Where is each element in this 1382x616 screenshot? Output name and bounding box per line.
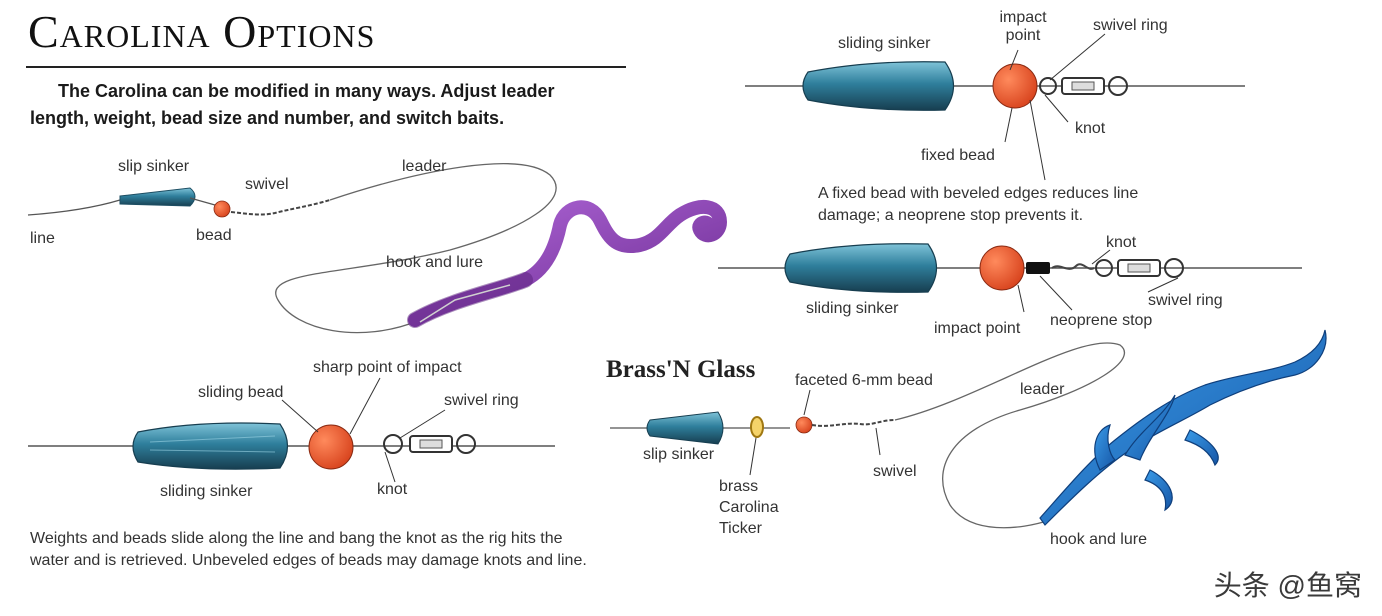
rig2-knot-label: knot <box>377 481 408 498</box>
brass-glass-title: Brass'N Glass <box>606 356 756 383</box>
brass-leader-label: leader <box>1020 381 1065 398</box>
rig3-impact-point-label: impact point <box>999 9 1047 44</box>
brass-glass-diagram <box>610 329 1327 529</box>
intro-line-2: length, weight, bead size and number, an… <box>30 108 505 128</box>
watermark: 头条 @鱼窝 <box>1213 570 1362 601</box>
rig2-sliding-sinker <box>132 422 289 470</box>
rig2-caption-line-1: Weights and beads slide along the line a… <box>30 530 563 547</box>
mid-caption-line-1: A fixed bead with beveled edges reduces … <box>818 185 1139 202</box>
rig3-swivel-ring-label: swivel ring <box>1093 17 1168 34</box>
brass-ticker-label: brass Carolina Ticker <box>719 476 779 539</box>
intro-text: The Carolina can be modified in many way… <box>30 78 640 132</box>
rig2-sliding-bead <box>308 424 354 470</box>
mid-caption: A fixed bead with beveled edges reduces … <box>818 183 1238 227</box>
rig1-hook-and-lure-label: hook and lure <box>386 254 483 271</box>
brass-ticker-line-3: Ticker <box>719 520 762 537</box>
rig2-caption-line-2: water and is retrieved. Unbeveled edges … <box>30 552 587 569</box>
rig4-neoprene-stop <box>1026 262 1050 274</box>
brass-slip-sinker <box>646 411 724 445</box>
rig3-diagram <box>745 33 1245 181</box>
faceted-bead-label: faceted 6-mm bead <box>795 372 933 389</box>
rig4-diagram <box>718 243 1302 313</box>
rig4-neoprene-stop-label: neoprene stop <box>1050 312 1153 329</box>
rig2-diagram <box>28 377 555 483</box>
rig1-leader-label: leader <box>402 158 447 175</box>
rig4-sliding-sinker <box>784 243 938 293</box>
rig2-sliding-bead-label: sliding bead <box>198 384 284 401</box>
rig1-diagram <box>27 163 727 334</box>
brass-slip-sinker-label: slip sinker <box>643 446 715 463</box>
rig4-knot-label: knot <box>1106 234 1137 251</box>
rig4-impact-point-label: impact point <box>934 320 1021 337</box>
title-rule <box>26 66 626 68</box>
rig1-line-label: line <box>30 230 55 247</box>
rig1-slip-sinker-label: slip sinker <box>118 158 190 175</box>
mid-caption-line-2: damage; a neoprene stop prevents it. <box>818 207 1084 224</box>
rig3-knot-label: knot <box>1075 120 1106 137</box>
intro-line-1: The Carolina can be modified in many way… <box>58 81 555 101</box>
rig3-sliding-sinker <box>802 61 955 111</box>
rig1-bead-label: bead <box>196 227 232 244</box>
rig4-bead <box>979 245 1025 291</box>
rig2-sliding-sinker-label: sliding sinker <box>160 483 253 500</box>
rig4-swivel-ring-label: swivel ring <box>1148 292 1223 309</box>
rig3-fixed-bead-label: fixed bead <box>921 147 995 164</box>
rig1-swivel-label: swivel <box>245 176 289 193</box>
rig4-sliding-sinker-label: sliding sinker <box>806 300 899 317</box>
rig2-sharp-point-label: sharp point of impact <box>313 359 462 376</box>
rig1-slip-sinker <box>119 187 196 207</box>
brass-swivel-label: swivel <box>873 463 917 480</box>
brass-carolina-ticker <box>750 416 764 438</box>
rig3-fixed-bead <box>992 63 1038 109</box>
faceted-bead <box>795 416 813 434</box>
brass-hook-and-lure-label: hook and lure <box>1050 531 1147 548</box>
rig1-bead <box>213 200 231 218</box>
brass-ticker-line-1: brass <box>719 478 759 495</box>
blue-lizard-lure <box>1039 329 1327 526</box>
brass-ticker-line-2: Carolina <box>719 499 779 516</box>
rig2-swivel-ring-label: swivel ring <box>444 392 519 409</box>
rig3-sliding-sinker-label: sliding sinker <box>838 35 931 52</box>
rig2-caption: Weights and beads slide along the line a… <box>30 528 710 572</box>
page-title: Carolina Options <box>28 6 376 57</box>
